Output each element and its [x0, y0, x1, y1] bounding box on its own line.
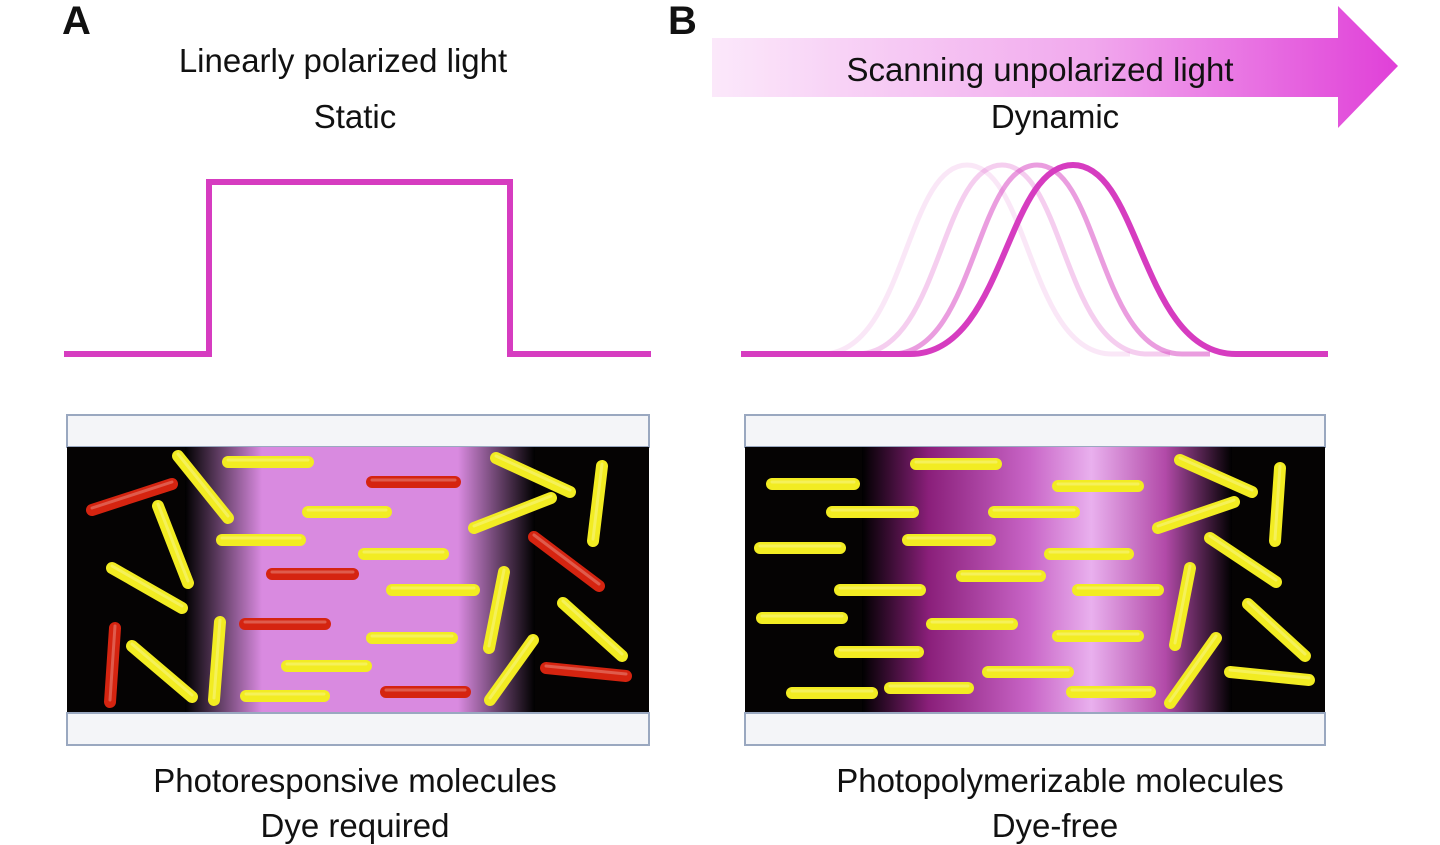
static-light-band: [185, 447, 535, 713]
bottom-substrate: [66, 712, 650, 746]
molecule-highlight: [1273, 464, 1282, 541]
molecule-highlight: [488, 636, 535, 700]
liquid-crystal-cell-b: [744, 414, 1326, 746]
liquid-crystal-molecule-icon: [490, 452, 576, 498]
molecule-highlight: [90, 480, 174, 510]
panel-a-title-line1: Linearly polarized light: [179, 42, 507, 79]
top-substrate: [744, 414, 1326, 448]
liquid-crystal-molecule-icon: [172, 450, 234, 524]
liquid-crystal-molecule-icon: [1204, 532, 1282, 588]
molecule-highlight: [472, 494, 553, 528]
liquid-crystal-molecule-icon: [1169, 562, 1196, 651]
liquid-crystal-molecule-icon: [126, 640, 198, 703]
liquid-crystal-molecule-icon: [1152, 496, 1240, 534]
step-intensity-profile: [64, 179, 651, 357]
panel-b: B Scanning unpolarized light Dynamic Pho…: [668, 0, 1398, 844]
molecule-highlight: [1228, 668, 1311, 680]
molecule-highlight: [1208, 534, 1278, 582]
panel-a-letter: A: [62, 0, 91, 43]
liquid-crystal-molecule-icon: [208, 616, 226, 706]
gaussian-profile-current: [741, 161, 1328, 357]
photoresponsive-dye-molecule-icon: [528, 531, 605, 592]
liquid-crystal-molecule-icon: [557, 597, 628, 662]
liquid-crystal-molecule-icon: [106, 562, 188, 614]
gaussian-profile-ghost-2: [790, 162, 1170, 357]
molecule-highlight: [561, 599, 624, 656]
molecule-highlight: [487, 568, 506, 648]
liquid-crystal-molecule-icon: [1269, 462, 1286, 547]
liquid-crystal-molecule-icon: [468, 492, 557, 534]
molecule-highlight: [544, 664, 628, 676]
liquid-crystal-molecule-icon: [1224, 666, 1315, 686]
panel-b-letter: B: [668, 0, 697, 43]
panel-a-title-line2: Static: [314, 98, 397, 135]
molecule-highlight: [156, 502, 190, 583]
liquid-crystal-molecule-icon: [484, 634, 539, 706]
panel-a-caption-line2: Dye required: [261, 807, 450, 844]
molecule-highlight: [1168, 634, 1218, 703]
molecule-highlight: [532, 533, 601, 586]
liquid-crystal-molecule-icon: [587, 460, 608, 547]
liquid-crystal-molecule-icon: [1174, 454, 1258, 498]
molecule-highlight: [494, 454, 572, 492]
photoresponsive-dye-molecule-icon: [86, 478, 178, 516]
molecule-highlight: [1178, 456, 1254, 492]
liquid-crystal-molecule-icon: [1164, 632, 1222, 709]
molecule-highlight: [591, 462, 604, 541]
molecule-group-a: [86, 450, 632, 708]
photoresponsive-dye-molecule-icon: [104, 622, 121, 708]
liquid-crystal-molecule-icon: [152, 500, 194, 589]
gaussian-profile-ghost-1: [830, 162, 1210, 357]
molecule-highlight: [212, 618, 222, 700]
scanning-arrow-label: Scanning unpolarized light: [846, 51, 1233, 88]
panel-a: A Linearly polarized light Static Photor…: [62, 0, 651, 844]
molecule-highlight: [1173, 564, 1192, 645]
panel-a-caption-line1: Photoresponsive molecules: [153, 762, 557, 799]
gaussian-intensity-profiles: [741, 161, 1328, 357]
molecule-highlight: [1246, 600, 1307, 656]
top-substrate: [66, 414, 650, 448]
gaussian-profile-ghost-3: [741, 162, 1130, 357]
liquid-crystal-cell-a: [66, 414, 650, 746]
photoresponsive-dye-molecule-icon: [540, 662, 632, 682]
molecule-highlight: [176, 452, 230, 518]
panel-b-caption-line2: Dye-free: [992, 807, 1119, 844]
molecule-highlight: [130, 642, 194, 697]
scanning-arrow: [712, 6, 1398, 128]
molecule-highlight: [1156, 498, 1236, 528]
panel-b-title-line2: Dynamic: [991, 98, 1119, 135]
liquid-crystal-molecule-icon: [483, 566, 510, 654]
molecule-group-b: [754, 454, 1315, 709]
panel-b-caption-line1: Photopolymerizable molecules: [836, 762, 1284, 799]
molecule-highlight: [110, 564, 184, 608]
bottom-substrate: [744, 712, 1326, 746]
molecule-highlight: [108, 624, 117, 702]
liquid-crystal-molecule-icon: [1242, 598, 1311, 662]
